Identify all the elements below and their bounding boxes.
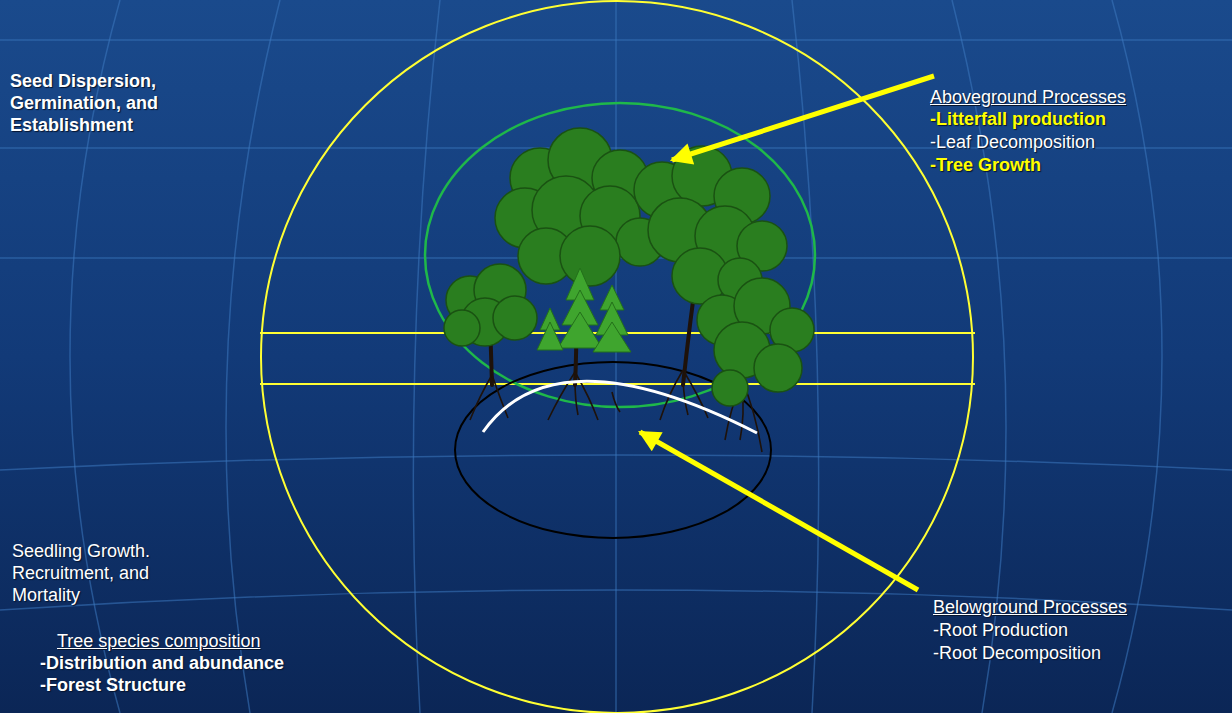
list-item: -Distribution and abundance	[40, 652, 284, 674]
root-ellipse	[455, 362, 771, 538]
list-item: -Forest Structure	[40, 674, 186, 696]
trees	[444, 128, 814, 452]
list-item: -Litterfall production	[930, 108, 1106, 130]
list-item: -Root Decomposition	[933, 642, 1101, 664]
process-label: Seed Dispersion, Germination, and Establ…	[10, 70, 185, 136]
outer-circle	[261, 1, 973, 713]
pointer-arrow	[640, 432, 918, 590]
list-item: -Leaf Decomposition	[930, 131, 1095, 153]
group-heading: Aboveground Processes	[930, 86, 1126, 108]
list-item: -Tree Growth	[930, 154, 1041, 176]
group-heading: Belowground Processes	[933, 596, 1127, 618]
process-label: Seedling Growth. Recruitment, and Mortal…	[12, 540, 167, 606]
soil-surface-arc	[483, 381, 757, 433]
group-heading: Tree species composition	[57, 630, 260, 652]
list-item: -Root Production	[933, 619, 1068, 641]
pointer-arrow	[672, 76, 934, 160]
